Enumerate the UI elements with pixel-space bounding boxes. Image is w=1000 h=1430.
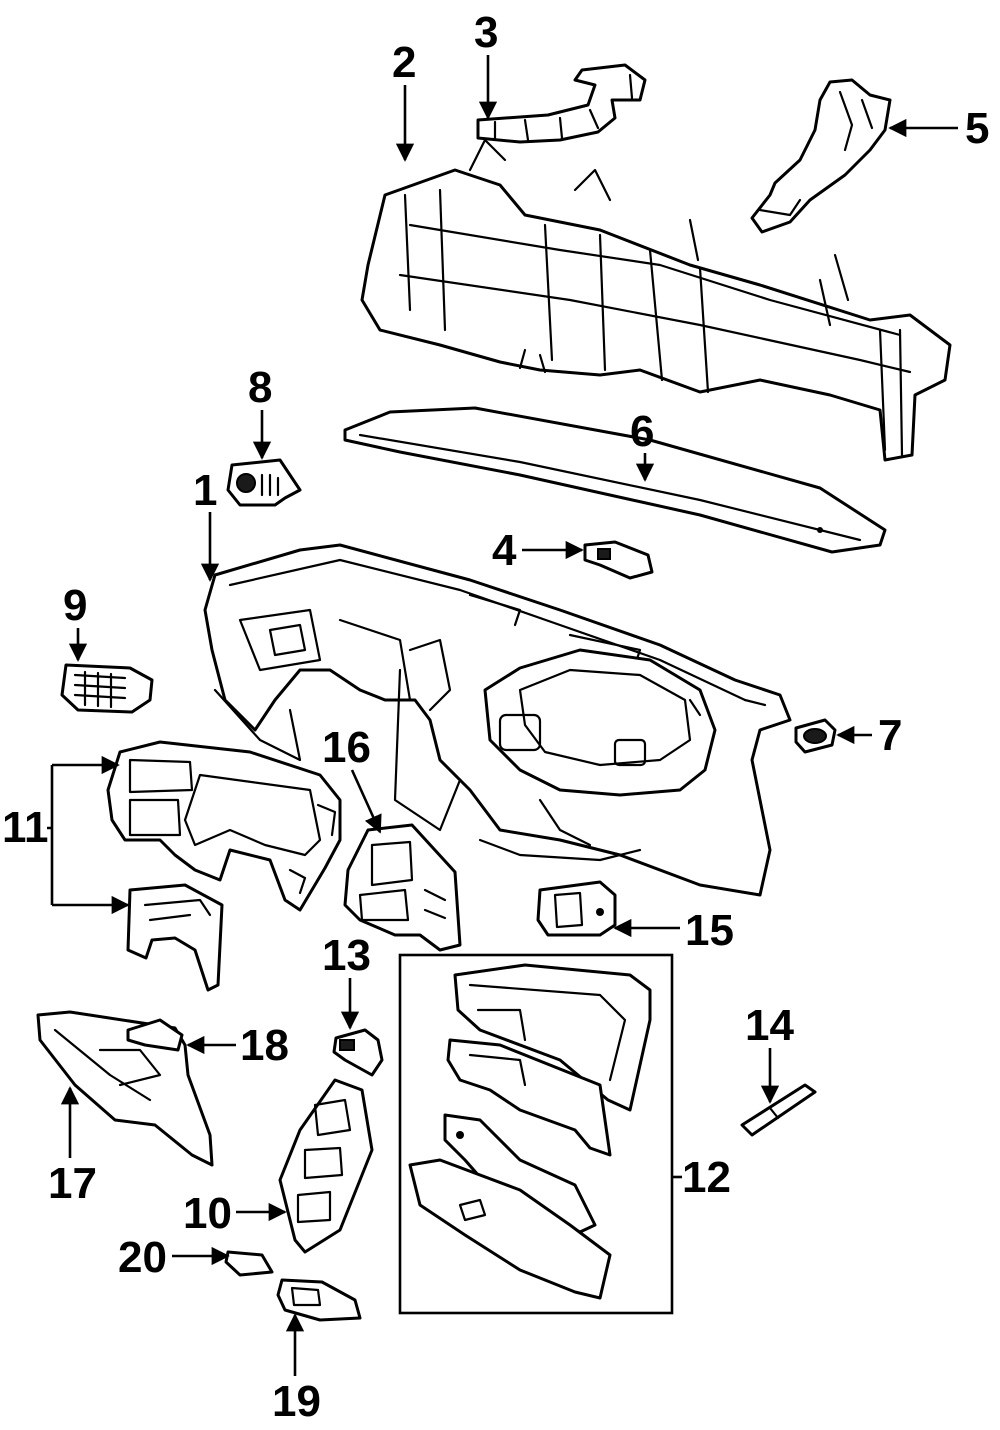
part-8-switch xyxy=(226,458,302,507)
part-5-side-duct xyxy=(750,78,892,234)
part-4-clip xyxy=(583,540,654,580)
callout-13: 13 xyxy=(322,931,371,980)
part-3-duct xyxy=(476,63,647,144)
callout-14: 14 xyxy=(745,1001,794,1050)
part-20-trim xyxy=(224,1250,274,1277)
callout-10: 10 xyxy=(183,1189,232,1238)
part-6-defroster-panel xyxy=(343,406,887,554)
part-11-column-cover xyxy=(126,883,224,992)
callout-18: 18 xyxy=(240,1021,289,1070)
callout-5: 5 xyxy=(965,104,989,153)
callout-12: 12 xyxy=(682,1153,731,1202)
part-11-cluster-bezel xyxy=(106,740,342,912)
part-1-instrument-panel xyxy=(203,543,792,897)
part-17-lower-panel xyxy=(36,1010,214,1167)
callout-9: 9 xyxy=(63,581,87,630)
callout-4: 4 xyxy=(492,526,517,575)
part-7-bezel xyxy=(794,718,837,754)
callout-11: 11 xyxy=(2,803,49,852)
callout-19: 19 xyxy=(272,1377,321,1426)
callouts: 1 2 3 4 5 6 7 8 9 10 11 12 13 14 15 16 xyxy=(2,8,989,1426)
part-18-handle xyxy=(126,1018,184,1052)
part-19-trim xyxy=(276,1278,362,1322)
callout-15: 15 xyxy=(685,906,734,955)
callout-6: 6 xyxy=(630,407,654,456)
callout-8: 8 xyxy=(248,363,272,412)
part-2-support-frame xyxy=(360,138,952,462)
part-10-trim-bezel xyxy=(278,1078,374,1254)
part-9-vent xyxy=(60,663,154,714)
callout-1: 1 xyxy=(193,466,217,515)
callout-3: 3 xyxy=(474,8,498,57)
callout-7: 7 xyxy=(878,711,902,760)
callout-20: 20 xyxy=(118,1233,167,1282)
callout-17: 17 xyxy=(48,1159,97,1208)
part-15-vent xyxy=(536,880,617,937)
callout-2: 2 xyxy=(392,38,416,87)
part-12-glovebox-assembly xyxy=(398,953,674,1315)
callout-16: 16 xyxy=(322,723,371,772)
part-14-strut xyxy=(740,1083,817,1137)
part-16-center-bezel xyxy=(343,823,462,952)
part-13-connector xyxy=(332,1028,384,1077)
